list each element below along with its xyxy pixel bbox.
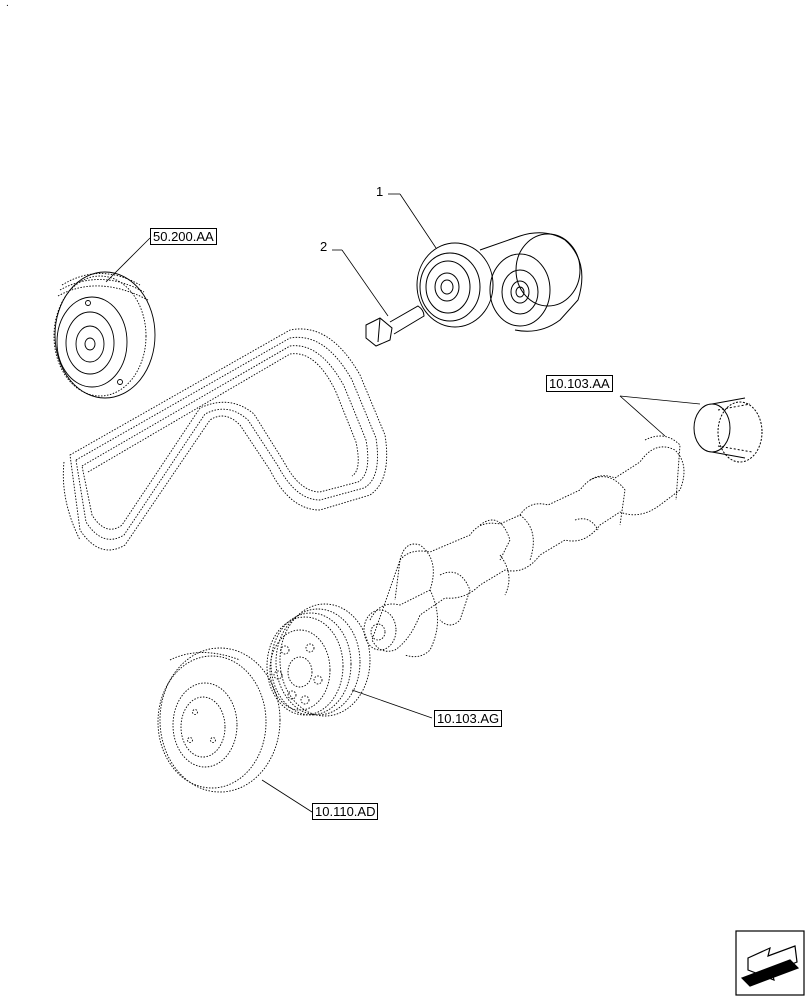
corner-mark: . xyxy=(6,0,9,9)
ac-compressor-pulley xyxy=(53,271,156,399)
leader-item-1b xyxy=(399,193,437,249)
next-page-arrow-icon xyxy=(735,930,805,996)
leader-10-110-ad xyxy=(261,779,313,813)
callout-item-1: 1 xyxy=(376,184,384,199)
vibration-damper xyxy=(157,647,281,793)
leader-item-2b xyxy=(341,249,389,317)
leader-10-103-aa xyxy=(619,395,666,437)
crankshaft-gear xyxy=(693,397,763,463)
ref-50-200-aa[interactable]: 50.200.AA xyxy=(150,228,217,245)
drive-belt xyxy=(62,328,388,551)
next-page-button[interactable] xyxy=(735,930,805,996)
crankshaft xyxy=(363,435,685,658)
callout-item-2: 2 xyxy=(320,239,328,254)
crankshaft-pulley xyxy=(266,603,371,717)
ref-10-103-ag[interactable]: 10.103.AG xyxy=(434,710,503,727)
leader-50-200-aa xyxy=(105,237,151,283)
bolt xyxy=(365,305,425,347)
belt-tensioner xyxy=(416,232,583,332)
leader-10-103-ag xyxy=(351,689,433,719)
ref-10-103-aa[interactable]: 10.103.AA xyxy=(546,375,613,392)
leader-10-103-aa-b xyxy=(619,395,701,405)
ref-10-110-ad[interactable]: 10.110.AD xyxy=(312,803,379,820)
